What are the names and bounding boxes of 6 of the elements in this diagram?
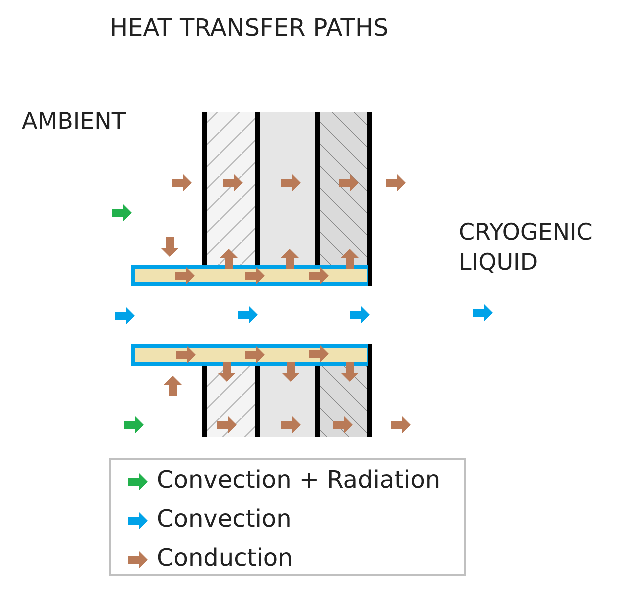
region-label: CRYOGENIC LIQUID — [459, 219, 594, 278]
diagram-title: HEAT TRANSFER PATHS — [110, 13, 389, 43]
legend-text: Convection + Radiation — [157, 465, 441, 496]
legend-text: Convection — [157, 504, 292, 535]
region-label: AMBIENT — [22, 108, 127, 137]
legend-text: Conduction — [157, 543, 294, 574]
